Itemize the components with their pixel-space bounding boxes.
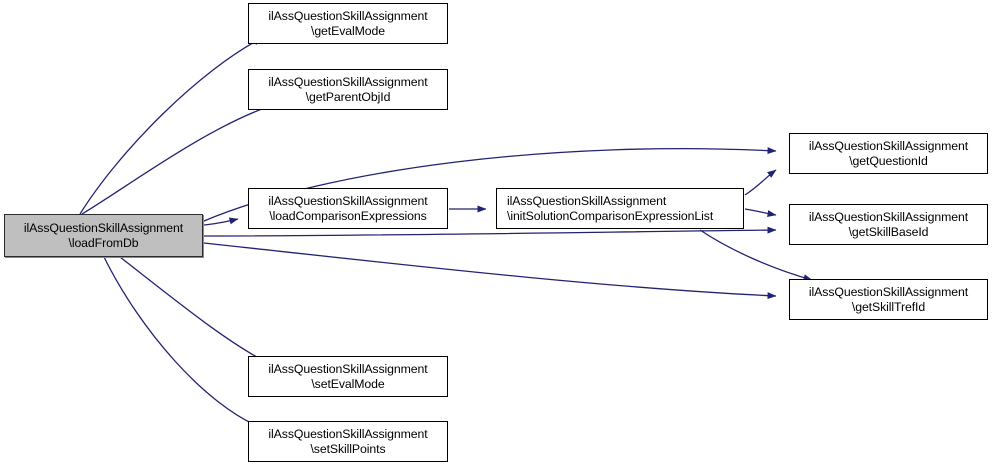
graph-node-label: ilAssQuestionSkillAssignment \getSkillTr… [808, 285, 969, 314]
graph-edge-loadFromDb-to-getSkillTrefId [203, 242, 777, 300]
graph-edge-loadFromDb-to-getSkillBaseId [203, 226, 777, 237]
graph-node-loadComparisonExpressions[interactable]: ilAssQuestionSkillAssignment \loadCompar… [248, 188, 448, 229]
graph-node-label: ilAssQuestionSkillAssignment \loadFromDb [23, 221, 184, 250]
graph-node-getSkillTrefId[interactable]: ilAssQuestionSkillAssignment \getSkillTr… [789, 279, 988, 320]
graph-node-initSolutionComparisonExpressionList[interactable]: ilAssQuestionSkillAssignment \initSoluti… [496, 188, 744, 229]
graph-node-label: ilAssQuestionSkillAssignment \getParentO… [268, 75, 428, 104]
graph-edge-loadFromDb-to-loadComparisonExpressions [203, 217, 239, 226]
graph-edge-loadFromDb-to-getParentObjId [81, 103, 277, 215]
graph-node-label: ilAssQuestionSkillAssignment \getEvalMod… [268, 9, 428, 38]
graph-node-label: ilAssQuestionSkillAssignment \setSkillPo… [268, 427, 428, 456]
graph-node-label: ilAssQuestionSkillAssignment \setEvalMod… [268, 362, 428, 391]
graph-node-setSkillPoints[interactable]: ilAssQuestionSkillAssignment \setSkillPo… [248, 421, 448, 462]
graph-node-getEvalMode[interactable]: ilAssQuestionSkillAssignment \getEvalMod… [248, 3, 448, 44]
graph-edge-initSolutionComparisonExpressionList-to-getQuestionId [744, 169, 777, 196]
graph-node-loadFromDb[interactable]: ilAssQuestionSkillAssignment \loadFromDb [4, 214, 203, 257]
graph-node-getQuestionId[interactable]: ilAssQuestionSkillAssignment \getQuestio… [789, 133, 988, 174]
graph-edge-loadFromDb-to-getEvalMode [79, 37, 263, 215]
graph-node-setEvalMode[interactable]: ilAssQuestionSkillAssignment \setEvalMod… [248, 356, 448, 397]
graph-node-label: ilAssQuestionSkillAssignment \getSkillBa… [808, 210, 969, 239]
graph-edge-loadFromDb-to-setSkillPoints [103, 256, 263, 429]
graph-node-label: ilAssQuestionSkillAssignment \getQuestio… [808, 139, 969, 168]
graph-edge-loadFromDb-to-setEvalMode [119, 256, 273, 366]
graph-node-label: ilAssQuestionSkillAssignment \initSoluti… [507, 194, 714, 223]
graph-edge-initSolutionComparisonExpressionList-to-getSkillBaseId [744, 208, 777, 218]
graph-node-getSkillBaseId[interactable]: ilAssQuestionSkillAssignment \getSkillBa… [789, 204, 988, 245]
graph-node-label: ilAssQuestionSkillAssignment \loadCompar… [268, 194, 428, 223]
graph-node-getParentObjId[interactable]: ilAssQuestionSkillAssignment \getParentO… [248, 69, 448, 110]
